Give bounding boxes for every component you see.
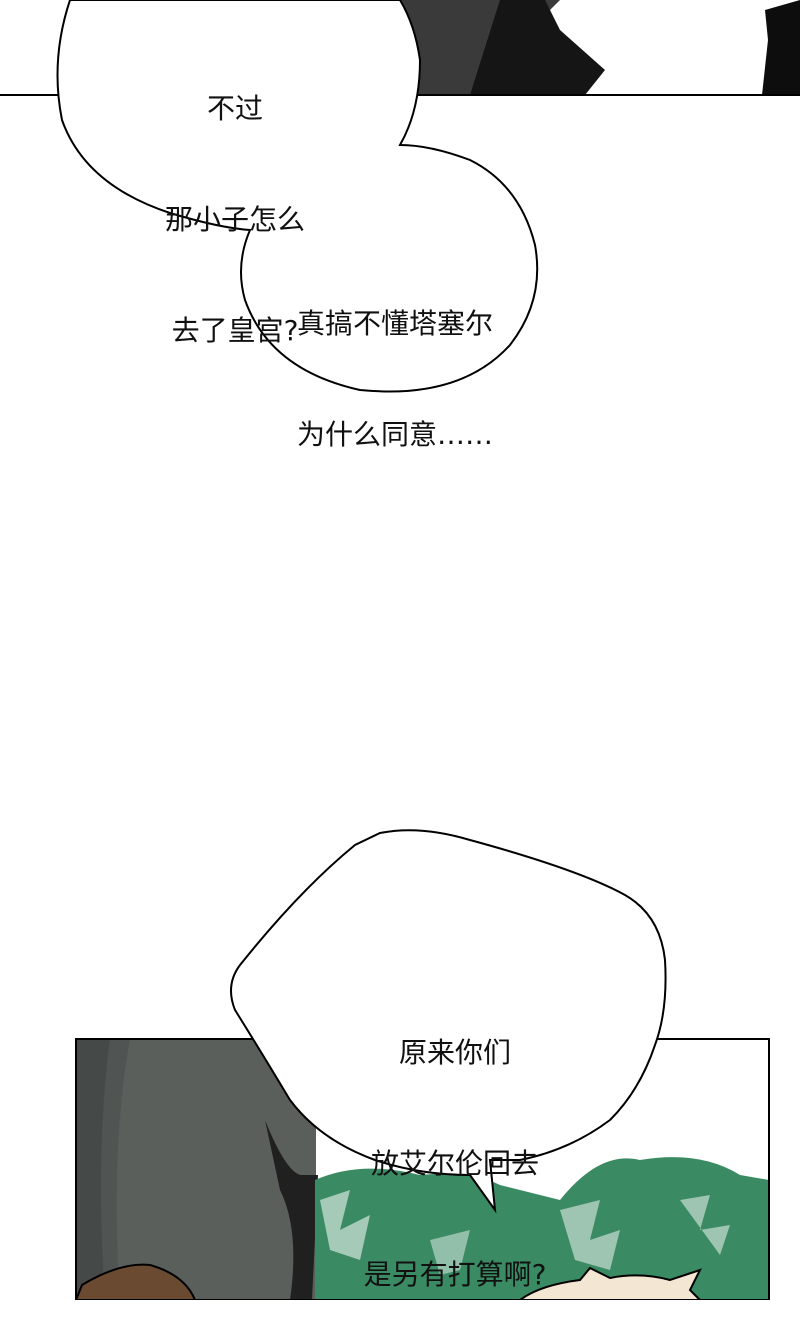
speech-bubble-group-1 — [56, 0, 539, 393]
bubble-line: 去了皇宫? — [171, 314, 299, 347]
bubble-line: 真搞不懂塔塞尔 — [296, 307, 493, 340]
speech-bubble-2-text: 真搞不懂塔塞尔 为什么同意…… — [280, 231, 510, 490]
bubble-line: 那小子怎么 — [164, 203, 305, 236]
bubble-line: 为什么同意…… — [296, 418, 493, 451]
bubble-line: 不过 — [206, 92, 263, 125]
bubble-line: 是另有打算啊? — [363, 1258, 547, 1291]
bubble-line: 原来你们 — [398, 1036, 511, 1069]
speech-bubble-1-text: 不过 那小子怎么 去了皇宫? — [130, 16, 340, 386]
speech-bubble-3 — [230, 829, 667, 1214]
bubble-line: 放艾尔伦回去 — [370, 1147, 539, 1180]
comic-artwork — [0, 0, 800, 1300]
speech-bubble-3-text: 原来你们 放艾尔伦回去 是另有打算啊? — [345, 960, 565, 1330]
